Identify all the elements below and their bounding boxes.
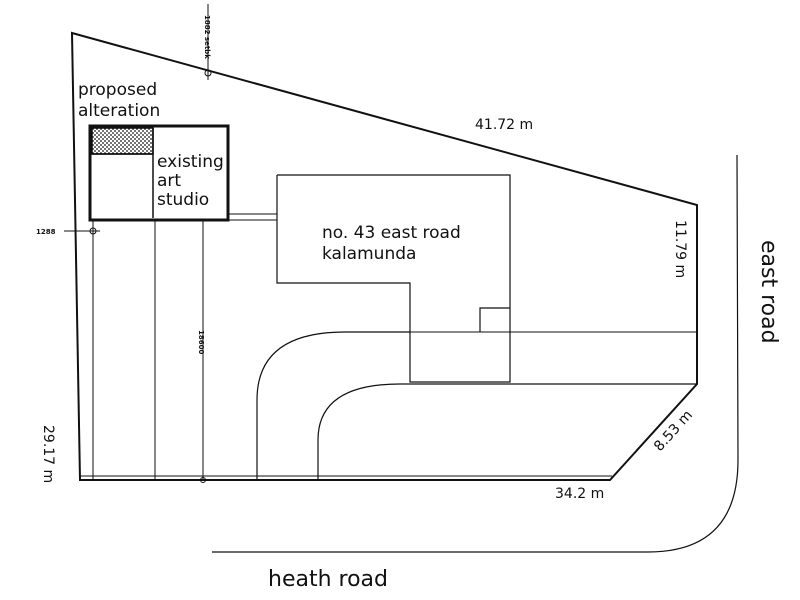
east-road-edge [212,154,739,553]
top-setback-text: 1882 setbk [203,15,211,59]
bottom-marker [200,477,206,483]
heath-road-label: heath road [268,567,388,592]
address-line1: no. 43 east road [322,223,461,243]
address-line2: kalamunda [322,244,416,264]
proposed-alteration-hatch [91,127,154,155]
east-boundary-dimension: 11.79 m [672,220,688,278]
house-annex [479,307,510,332]
corner-truncation-dimension: 8.53 m [651,407,696,454]
driveway-outer-edge [256,331,410,480]
existing-art-studio-outline [88,124,230,222]
existing-label-line2: art [157,171,181,191]
proposed-label-line1: proposed [78,80,157,100]
proposed-label-line2: alteration [78,101,160,121]
existing-label-line1: existing [157,152,224,172]
south-boundary-dimension: 34.2 m [555,486,604,502]
north-boundary-dimension: 41.72 m [475,117,533,133]
driveway-inner-edge [317,383,697,480]
lot-boundary [70,31,698,481]
vertical-offset-text: 18600 [197,330,205,354]
house-footprint [276,174,511,383]
west-boundary-dimension: 29.17 m [40,425,56,483]
east-road-label: east road [756,240,781,344]
left-offset-marker [89,227,97,235]
existing-label-line3: studio [157,190,209,210]
top-setback-marker [204,69,212,77]
left-offset-text: 1288 [36,228,56,236]
